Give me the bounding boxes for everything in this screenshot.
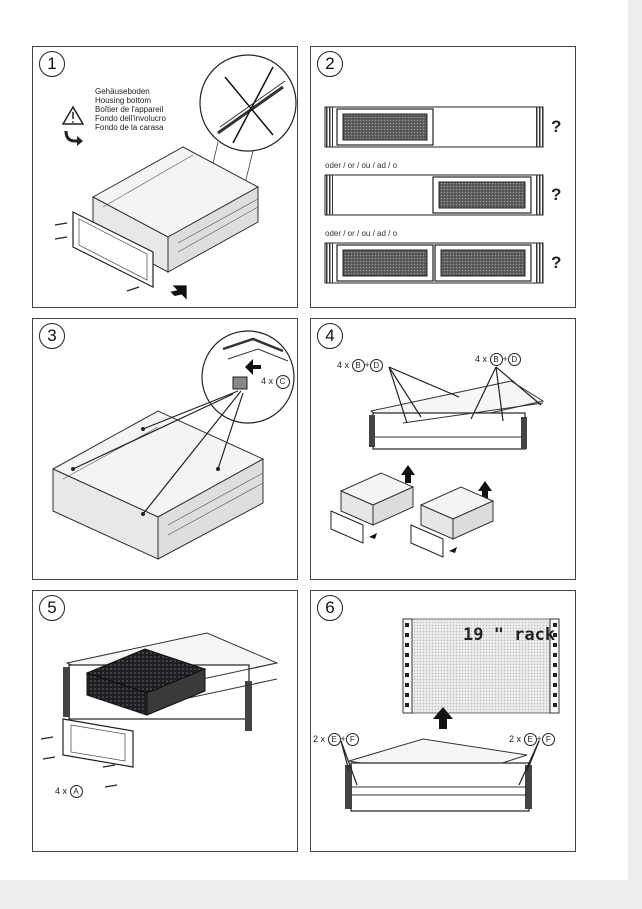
left-fastener-label: 2 x E+F [313,733,359,746]
step-6-panel: 6 [310,590,576,852]
manual-page: 1 [0,0,628,880]
housing-bottom-warning: Gehäuseboden Housing bottom Boîtier de l… [95,87,166,132]
quantity: 2 x [509,734,522,744]
left-fastener-label: 4 x B+D [337,359,383,372]
warning-line-en: Housing bottom [95,96,152,105]
part-b-marker: B [351,359,365,372]
step-3-panel: 3 4 x C [32,318,298,580]
step-2-illustration [324,106,544,284]
step-number: 6 [317,595,343,621]
right-fastener-label: 4 x B+D [475,353,521,366]
part-f-marker: F [541,733,555,746]
quantity: 2 x [313,734,326,744]
step-2-panel: 2 [310,46,576,308]
plus-sign: + [502,354,508,364]
part-c-marker: C [275,375,290,389]
question-mark: ? [551,185,562,204]
step-1-illustration [54,54,297,300]
quantity: 4 x [55,786,68,796]
part-e-marker: E [523,733,537,746]
quantity: 4 x [337,360,350,370]
step-4-illustration [330,366,545,558]
warning-line-de: Gehäuseboden [95,87,150,96]
question-mark: ? [551,253,562,272]
clip-quantity-label: 4 x C [261,375,290,389]
quantity: 4 x [475,354,488,364]
step-number: 4 [317,323,343,349]
warning-line-fr: Boîtier de l'appareil [95,105,164,114]
plus-sign: + [364,360,370,370]
warning-line-it: Fondo dell'involucro [95,114,166,123]
alternative-separator: oder / or / ou / ad / o [325,229,398,238]
plus-sign: + [536,734,542,744]
plus-sign: + [340,734,346,744]
step-4-panel: 4 [310,318,576,580]
step-3-illustration [51,330,295,560]
alternative-separator: oder / or / ou / ad / o [325,161,398,170]
warning-line-es: Fondo de la carasa [95,123,164,132]
step-number: 2 [317,51,343,77]
question-mark: ? [551,117,562,136]
step-5-illustration [40,632,279,788]
part-d-marker: D [369,359,383,372]
part-b-marker: B [489,353,503,366]
step-number: 3 [39,323,65,349]
part-a-marker: A [69,785,83,798]
part-d-marker: D [507,353,521,366]
screw-quantity-label: 4 x A [55,785,83,798]
step-number: 5 [39,595,65,621]
step-1-panel: 1 [32,46,298,308]
step-6-illustration [340,618,560,812]
part-e-marker: E [327,733,341,746]
step-number: 1 [39,51,65,77]
part-f-marker: F [345,733,359,746]
right-fastener-label: 2 x E+F [509,733,555,746]
rack-label: 19 " rack [463,625,556,645]
step-5-panel: 5 [32,590,298,852]
quantity: 4 x [261,376,274,386]
